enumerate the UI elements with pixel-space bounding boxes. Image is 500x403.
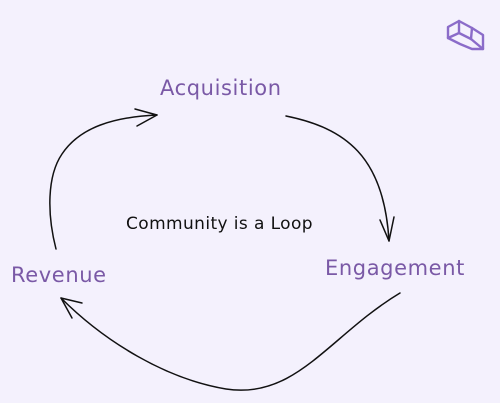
- brand-logo-icon: [446, 19, 485, 51]
- node-acquisition: Acquisition: [160, 76, 282, 100]
- node-revenue: Revenue: [11, 263, 107, 287]
- arrow-engagement-to-revenue: [60, 292, 401, 391]
- arrow-revenue-to-acquisition: [49, 108, 158, 250]
- node-engagement: Engagement: [325, 256, 465, 280]
- diagram-title: Community is a Loop: [126, 214, 313, 234]
- arrow-acquisition-to-engagement: [285, 115, 395, 242]
